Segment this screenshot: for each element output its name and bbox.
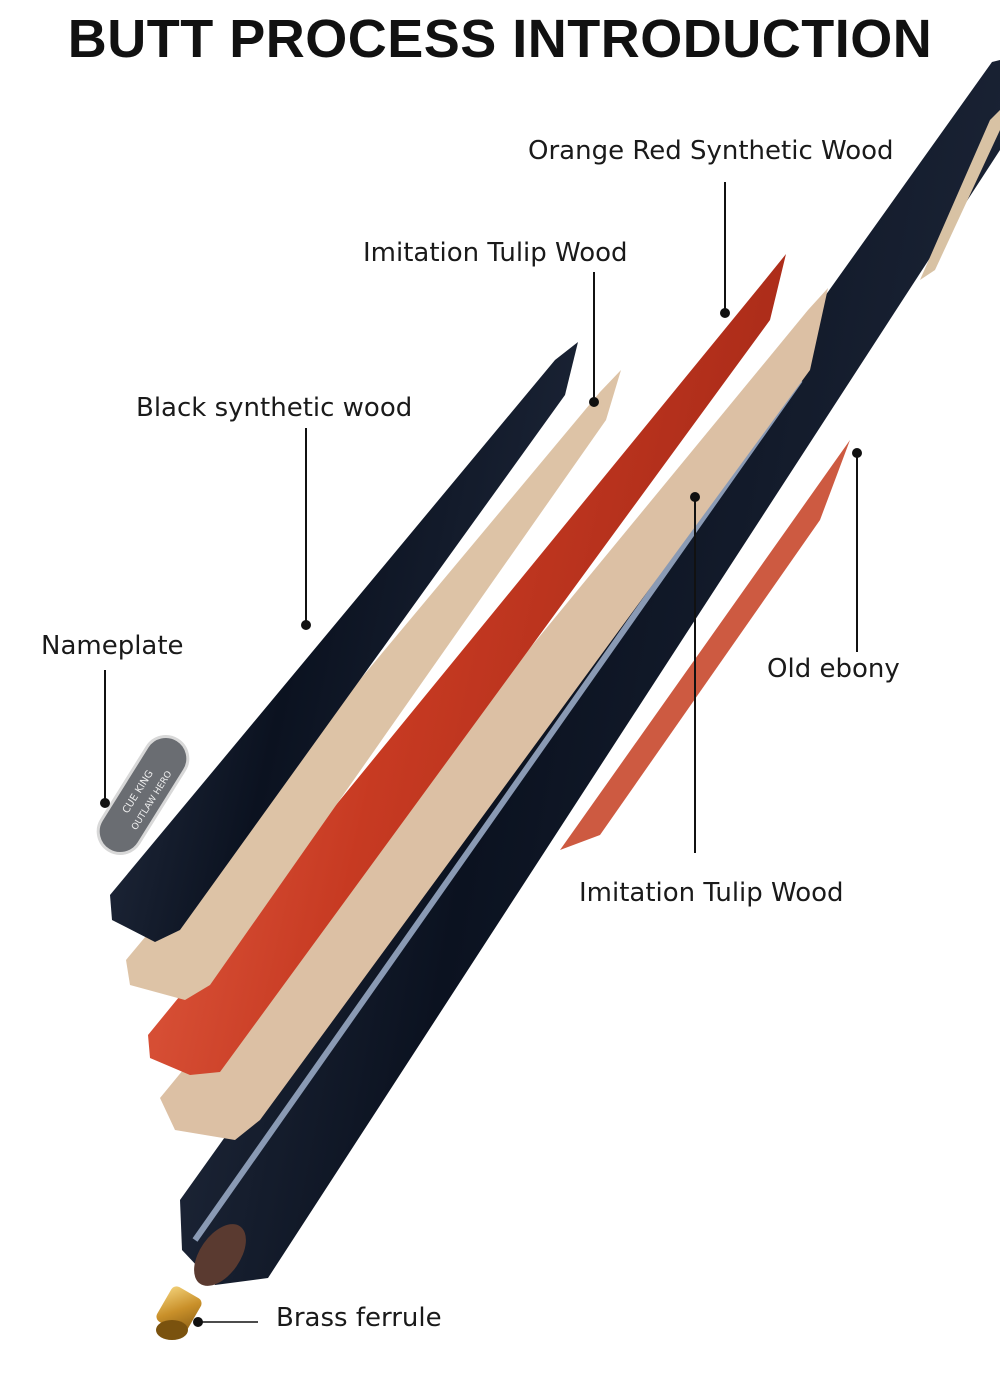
butt-end bbox=[194, 1224, 246, 1286]
blue-stripe bbox=[192, 378, 803, 1242]
nameplate: CUE KING OUTLAW HERO bbox=[96, 735, 190, 855]
label-black-synthetic-wood: Black synthetic wood bbox=[136, 393, 413, 423]
label-imitation-tulip-wood-top: Imitation Tulip Wood bbox=[363, 238, 628, 268]
label-old-ebony: Old ebony bbox=[767, 654, 900, 684]
tulip-layer-lower bbox=[160, 288, 828, 1140]
ebony-tulip-point bbox=[920, 110, 1000, 280]
ebony-red-point bbox=[560, 440, 850, 850]
label-nameplate: Nameplate bbox=[41, 631, 184, 661]
label-orange-red-synthetic-wood: Orange Red Synthetic Wood bbox=[528, 136, 894, 166]
brass-ferrule bbox=[156, 1286, 202, 1340]
tulip-layer-upper bbox=[126, 370, 621, 1000]
page-title: BUTT PROCESS INTRODUCTION bbox=[67, 9, 933, 69]
black-synthetic-layer bbox=[110, 342, 578, 942]
orange-red-layer bbox=[148, 254, 786, 1075]
label-brass-ferrule: Brass ferrule bbox=[276, 1303, 442, 1333]
label-imitation-tulip-wood-bottom: Imitation Tulip Wood bbox=[579, 878, 844, 908]
callout-lines bbox=[100, 182, 862, 1327]
